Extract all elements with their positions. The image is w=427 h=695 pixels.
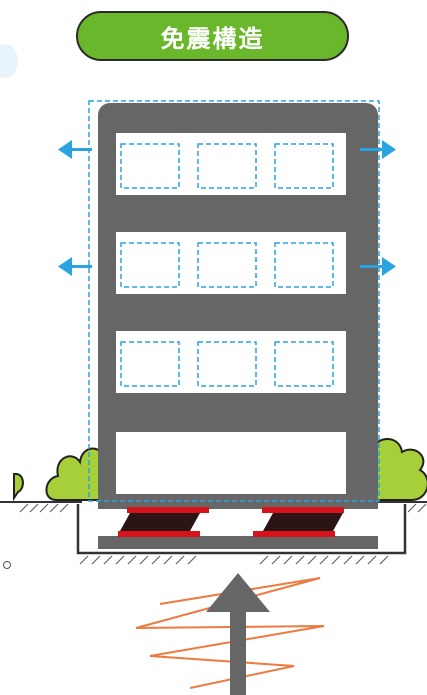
bullet-mark <box>3 561 11 569</box>
bush-right-icon <box>371 438 427 501</box>
original-position-outline <box>88 100 380 502</box>
floor-opening-2 <box>116 331 346 393</box>
building <box>98 103 378 509</box>
arrow-left-icon <box>58 257 92 276</box>
window <box>274 341 334 387</box>
window <box>197 242 257 288</box>
window <box>197 341 257 387</box>
decorative-circle <box>0 44 18 78</box>
isolator-left <box>118 507 209 537</box>
spring-icon <box>135 577 325 689</box>
window <box>274 143 334 189</box>
ground-hatch <box>19 503 427 565</box>
bush-left-icon <box>45 447 105 501</box>
window <box>120 341 180 387</box>
title-badge: 免震構造 <box>76 11 349 61</box>
floor-opening-4 <box>116 133 346 195</box>
isolation-pit <box>76 504 407 555</box>
arrow-left-icon <box>58 140 92 159</box>
shifted-windows <box>120 143 334 387</box>
foundation-slab <box>98 536 378 549</box>
window <box>120 242 180 288</box>
arrow-up-icon <box>206 573 270 695</box>
floor-opening-3 <box>116 232 346 294</box>
title-text: 免震構造 <box>160 24 265 53</box>
window <box>274 242 334 288</box>
isolator-right <box>253 507 344 537</box>
window <box>120 143 180 189</box>
bush-edge-icon <box>13 472 24 502</box>
arrow-right-icon <box>360 140 396 159</box>
arrow-right-icon <box>360 257 396 276</box>
window <box>197 143 257 189</box>
floor-opening-1 <box>116 432 346 494</box>
